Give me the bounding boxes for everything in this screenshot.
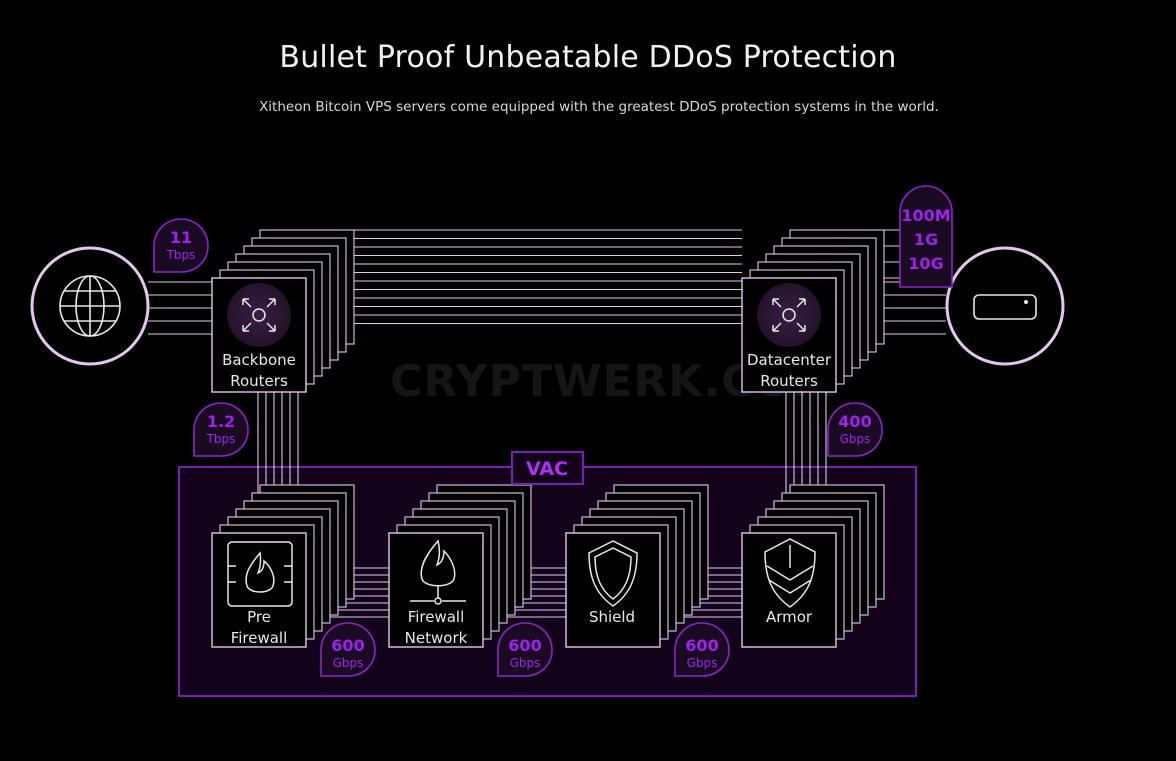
internet-node [30, 246, 150, 366]
shield-label: Shield [589, 608, 635, 626]
flame-network-icon [410, 539, 466, 605]
page-title: Bullet Proof Unbeatable DDoS Protection [279, 40, 897, 75]
svg-text:Gbps: Gbps [687, 656, 718, 670]
svg-text:600: 600 [508, 636, 541, 655]
server-node [945, 246, 1065, 366]
globe-icon [59, 275, 121, 337]
svg-text:11: 11 [170, 228, 192, 247]
vac-label: VAC [511, 451, 584, 485]
svg-text:1.2: 1.2 [207, 412, 235, 431]
svg-text:Gbps: Gbps [840, 432, 871, 446]
svg-text:400: 400 [838, 412, 871, 431]
svg-text:100M: 100M [901, 206, 950, 225]
badge-pre-to-firewall: 600 Gbps [320, 622, 376, 677]
svg-text:Gbps: Gbps [333, 656, 364, 670]
svg-text:600: 600 [331, 636, 364, 655]
armor-label: Armor [766, 608, 813, 626]
datacenter-label-line1: Datacenter [747, 351, 832, 369]
armor-shield-icon [764, 538, 816, 608]
pre-firewall-node: Pre Firewall [211, 532, 307, 648]
backbone-label-line1: Backbone [222, 351, 296, 369]
badge-server-ports: 100M 1G 10G [899, 185, 953, 288]
backbone-label-line2: Routers [230, 372, 288, 390]
badge-datacenter-vac: 400 Gbps [827, 402, 883, 457]
badge-firewall-to-shield: 600 Gbps [497, 622, 553, 677]
svg-text:1G: 1G [914, 230, 938, 249]
svg-text:600: 600 [685, 636, 718, 655]
datacenter-routers-node: Datacenter Routers [741, 277, 837, 393]
shield-icon [588, 540, 638, 607]
firewall-network-label-line1: Firewall [408, 608, 465, 626]
svg-text:Tbps: Tbps [206, 432, 236, 446]
pre-firewall-label-line2: Firewall [231, 629, 288, 647]
backbone-routers-node: Backbone Routers [211, 277, 307, 393]
svg-text:10G: 10G [908, 254, 943, 273]
chip-flame-icon [227, 541, 293, 607]
badge-backbone-vac: 1.2 Tbps [193, 402, 249, 457]
server-icon [973, 294, 1037, 320]
datacenter-label-line2: Routers [760, 372, 818, 390]
firewall-network-node: Firewall Network [388, 532, 484, 648]
svg-text:Tbps: Tbps [166, 248, 196, 262]
page-subtitle: Xitheon Bitcoin VPS servers come equippe… [259, 99, 939, 115]
shield-node: Shield [565, 532, 661, 648]
armor-node: Armor [741, 532, 837, 648]
pre-firewall-label-line1: Pre [247, 608, 271, 626]
arrows-out-icon [242, 298, 276, 332]
badge-shield-to-armor: 600 Gbps [674, 622, 730, 677]
svg-text:Gbps: Gbps [510, 656, 541, 670]
vac-label-text: VAC [526, 458, 568, 480]
badge-internet-backbone: 11 Tbps [153, 218, 209, 273]
arrows-out-icon [772, 298, 806, 332]
firewall-network-label-line2: Network [405, 629, 468, 647]
